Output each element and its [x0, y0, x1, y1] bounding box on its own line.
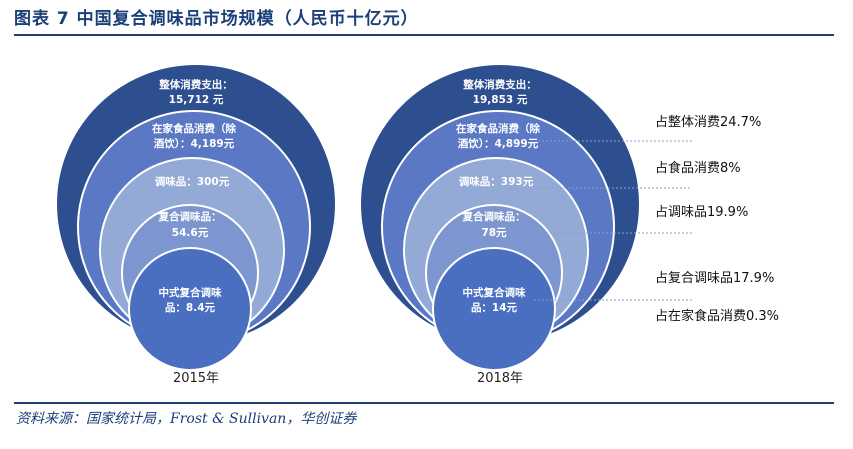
- circle-label-2: 在家食品消费（除: [456, 122, 540, 135]
- circle-label-5: 中式复合调味: [463, 286, 526, 299]
- share-annotations: 占整体消费24.7% 占食品消费8% 占调味品19.9% 占复合调味品17.9% 占在家…: [534, 115, 779, 324]
- circle-label-3: 调味品：300元: [155, 175, 230, 188]
- share-annotation: 占整体消费24.7%: [655, 115, 761, 130]
- circle-label-5: 品：8.4元: [165, 302, 216, 314]
- nested-circle-chart: 整体消费支出：15,712 元在家食品消费（除酒饮）：4,189元调味品：300…: [55, 63, 779, 386]
- year-label: 2018年: [477, 371, 523, 386]
- share-annotation: 占在家食品消费0.3%: [655, 308, 779, 324]
- panel-2018: 整体消费支出： 19,853 元在家食品消费（除酒饮）：4,899元调味品：393…: [359, 63, 641, 386]
- circle-label-2: 在家食品消费（除: [152, 122, 236, 135]
- share-annotation: 占调味品19.9%: [655, 205, 748, 220]
- circle-label-1: 15,712 元: [169, 94, 224, 106]
- circle-label-4: 78元: [481, 227, 507, 239]
- circle-label-1: 整体消费支出：: [158, 78, 233, 91]
- title-rule: [14, 34, 834, 36]
- source-note: 资料来源：国家统计局，Frost & Sullivan，华创证券: [16, 411, 357, 427]
- panel-2015: 整体消费支出： 15,712 元在家食品消费（除酒饮）：4,189元调味品：300…: [55, 63, 337, 386]
- circle-label-4: 复合调味品：: [462, 210, 526, 223]
- circle-label-4: 54.6元: [172, 227, 209, 239]
- share-annotation: 占复合调味品17.9%: [655, 271, 774, 286]
- circle-label-1: 整体消费支出：: [462, 78, 537, 91]
- circle-label-5: 中式复合调味: [159, 286, 222, 299]
- circle-label-2: 酒饮）：4,189元: [154, 137, 235, 150]
- source-rule: [14, 402, 834, 404]
- year-label: 2015年: [173, 371, 219, 386]
- circle-label-3: 调味品：393元: [459, 175, 534, 188]
- circle-label-5: 品：14元: [471, 302, 518, 314]
- circle-5: [128, 247, 252, 371]
- circle-5: [432, 247, 556, 371]
- share-annotation: 占食品消费8%: [655, 160, 741, 176]
- figure-title: 图表 7 中国复合调味品市场规模（人民币十亿元）: [14, 9, 419, 29]
- circle-label-4: 复合调味品：: [158, 210, 222, 223]
- circle-label-1: 19,853 元: [473, 94, 528, 106]
- circle-label-2: 酒饮）：4,899元: [458, 137, 539, 150]
